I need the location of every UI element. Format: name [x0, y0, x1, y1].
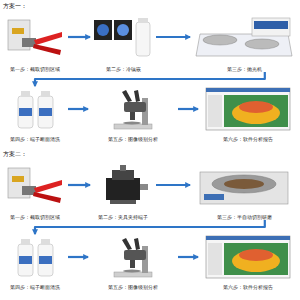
step-box: 第五步：图像级别分析 — [90, 86, 176, 142]
step-caption: 第五步：图像级别分析 — [107, 136, 159, 142]
flow-arrow — [68, 256, 88, 258]
polisher-image — [196, 18, 292, 56]
microscope-image — [114, 238, 152, 277]
cleaner-image — [18, 239, 53, 276]
software-image — [206, 88, 290, 130]
step-box: 第六步：软件分析报告 — [200, 86, 296, 142]
step-caption: 第五步：图像级别分析 — [107, 284, 159, 290]
scheme-label: 方案一： — [3, 2, 27, 9]
cleaner-image — [18, 91, 53, 128]
step-box: 第三步：抛光机 — [192, 12, 296, 72]
software-image — [206, 236, 290, 278]
step-box: 第二步：冷镶嵌 — [92, 12, 154, 72]
step-box: 第四步：端子断面清洗 — [4, 234, 66, 290]
step-caption: 第三步：抛光机 — [226, 66, 263, 72]
flow-arrow — [178, 256, 198, 258]
step-box: 第一步：截取切割区域 — [4, 160, 66, 220]
flow-arrow — [178, 108, 198, 110]
cold-mount-image — [94, 18, 150, 56]
step-box: 第四步：端子断面清洗 — [4, 86, 66, 142]
step-box: 第一步：截取切割区域 — [4, 12, 66, 72]
microscope-image — [114, 90, 152, 129]
step-box: 第三步：半自动切割研磨 — [192, 160, 296, 220]
step-box: 第五步：图像级别分析 — [90, 234, 176, 290]
fixture-image — [106, 165, 148, 204]
flow-arrow — [35, 220, 265, 234]
step-caption: 第一步：截取切割区域 — [9, 66, 61, 72]
step-caption: 第二步：冷镶嵌 — [105, 66, 142, 72]
scheme-label: 方案二： — [3, 150, 27, 157]
step-caption: 第六步：软件分析报告 — [222, 136, 274, 142]
step-caption: 第二步：夹具夹持端子 — [97, 214, 149, 220]
flow-arrow — [156, 184, 190, 186]
flow-arrow — [68, 184, 90, 186]
flow-arrow — [35, 72, 265, 86]
flow-arrow — [68, 36, 90, 38]
step-caption: 第一步：截取切割区域 — [9, 214, 61, 220]
grinder-image — [200, 172, 288, 204]
step-box: 第二步：夹具夹持端子 — [92, 160, 154, 220]
crimp-cutter-image — [8, 20, 62, 55]
flow-arrow — [156, 36, 190, 38]
step-caption: 第三步：半自动切割研磨 — [216, 214, 273, 220]
flow-arrow — [68, 108, 88, 110]
step-caption: 第四步：端子断面清洗 — [9, 136, 61, 142]
step-caption: 第四步：端子断面清洗 — [9, 284, 61, 290]
step-box: 第六步：软件分析报告 — [200, 234, 296, 290]
crimp-cutter-image — [8, 168, 62, 203]
step-caption: 第六步：软件分析报告 — [222, 284, 274, 290]
